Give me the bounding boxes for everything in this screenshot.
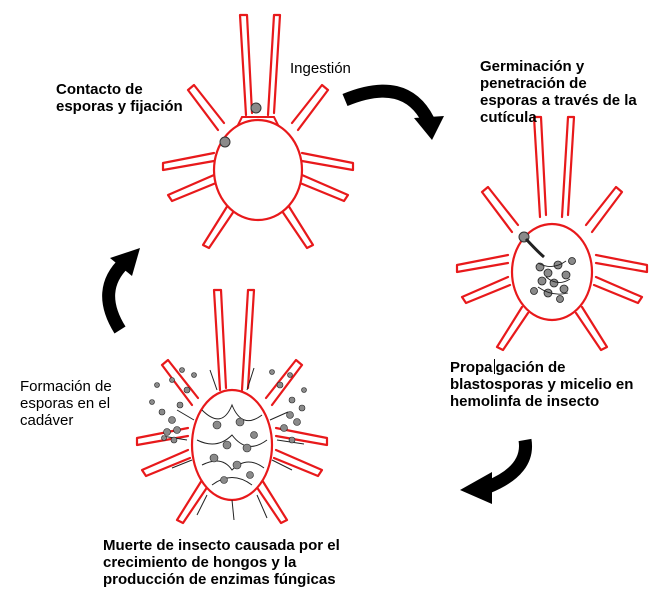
label-death: Muerte de insecto causada por el crecimi… [103,537,340,588]
arrow-right-bottom [460,438,533,504]
label-contact: Contacto de esporas y fijación [56,81,183,115]
arrow-top-right [342,84,444,140]
spore-dot [219,136,231,148]
label-propagation-part1: Propa [450,359,493,376]
text-cursor [493,359,495,374]
arrow-left-up [102,248,140,334]
label-propagation-part2: gación de blastosporas y micelio en hemo… [450,359,634,410]
mite-germination [455,115,649,352]
mite-contact [161,13,355,250]
spores-outside [149,367,307,444]
spore-dot [250,102,262,114]
label-ingestion: Ingestión [290,60,351,77]
label-germination: Germinación y penetración de esporas a t… [480,58,637,126]
label-spore-formation: Formación de esporas en el cadáver [20,378,112,429]
mite-dead [135,288,329,525]
blastospores [530,257,576,303]
spores-body [209,417,258,484]
